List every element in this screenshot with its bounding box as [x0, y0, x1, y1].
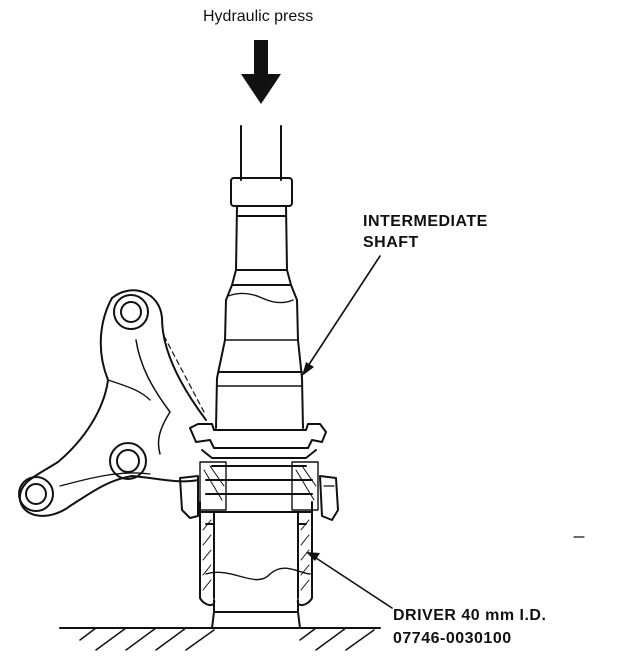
- press-arrow-icon: [241, 40, 281, 104]
- driver-leader-arrow: [306, 552, 393, 609]
- work-surface: [59, 627, 381, 651]
- driver-part-number: 07746-0030100: [393, 630, 512, 647]
- knuckle-hole-top: [113, 294, 149, 330]
- shaft-leader-arrow: [302, 255, 381, 376]
- press-ram: [230, 125, 293, 207]
- bearing-flange: [179, 423, 339, 521]
- knuckle-hole-middle: [109, 442, 147, 480]
- shaft-label-line2: SHAFT: [363, 234, 419, 251]
- driver-tool: [199, 501, 313, 629]
- knuckle-hole-left: [18, 476, 54, 512]
- shaft-label-line1: INTERMEDIATE: [363, 213, 488, 230]
- driver-label-line1: DRIVER 40 mm I.D.: [393, 607, 547, 624]
- press-label: Hydraulic press: [203, 8, 314, 25]
- intermediate-shaft: [215, 205, 304, 429]
